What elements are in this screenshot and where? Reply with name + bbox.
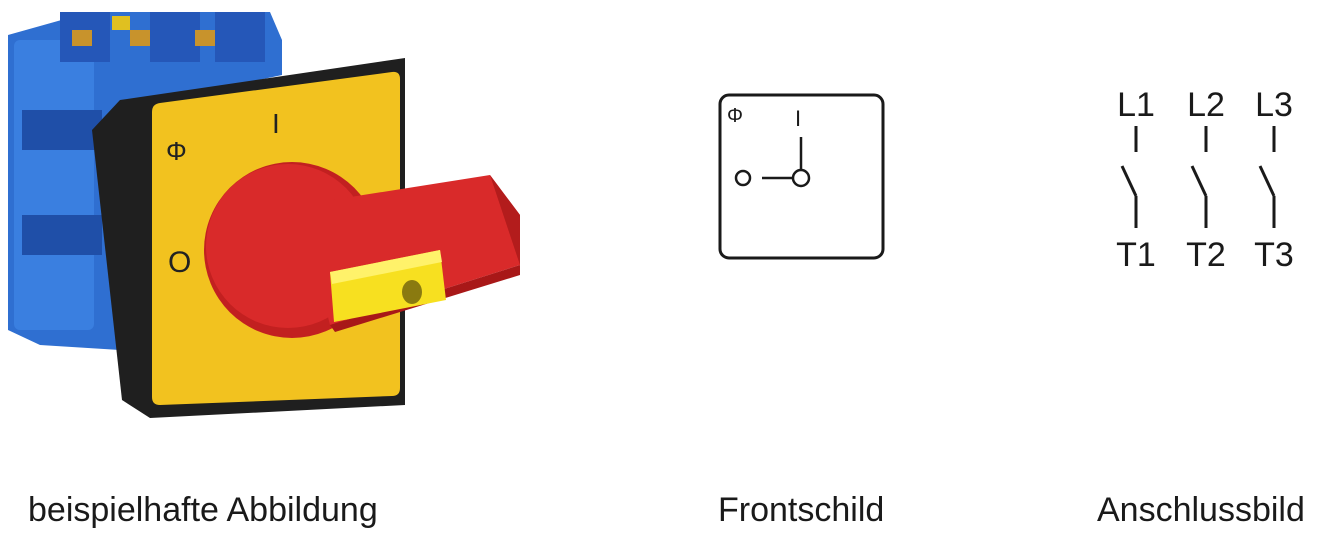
terminal-l2: L2 — [1187, 86, 1225, 124]
terminal-l3: L3 — [1255, 86, 1293, 124]
contact-2 — [1190, 126, 1208, 228]
faceplate-phi-label: Φ — [166, 136, 187, 166]
switch-body — [8, 12, 282, 350]
terminal-t3: T3 — [1254, 236, 1294, 274]
caption-photo: beispielhafte Abbildung — [28, 491, 378, 529]
terminal-t1: T1 — [1116, 236, 1156, 274]
lock-insert — [330, 250, 446, 322]
front-plate-diagram: Φ I — [718, 93, 885, 260]
terminal-l1: L1 — [1117, 86, 1155, 124]
contact-3 — [1258, 126, 1276, 228]
caption-connection: Anschlussbild — [1097, 491, 1305, 529]
front-on-label: I — [795, 106, 801, 131]
switch-illustration: Φ I O — [8, 12, 520, 418]
front-pivot — [791, 168, 811, 188]
connection-diagram: L1 L2 L3 T1 T2 T3 — [1116, 86, 1294, 274]
faceplate-on-label: I — [272, 108, 280, 139]
terminal-t2: T2 — [1186, 236, 1226, 274]
faceplate-off-label: O — [168, 246, 191, 279]
caption-front-plate: Frontschild — [718, 491, 885, 529]
front-off-position — [734, 169, 752, 187]
contact-1 — [1120, 126, 1138, 228]
front-phi-label: Φ — [727, 105, 743, 127]
